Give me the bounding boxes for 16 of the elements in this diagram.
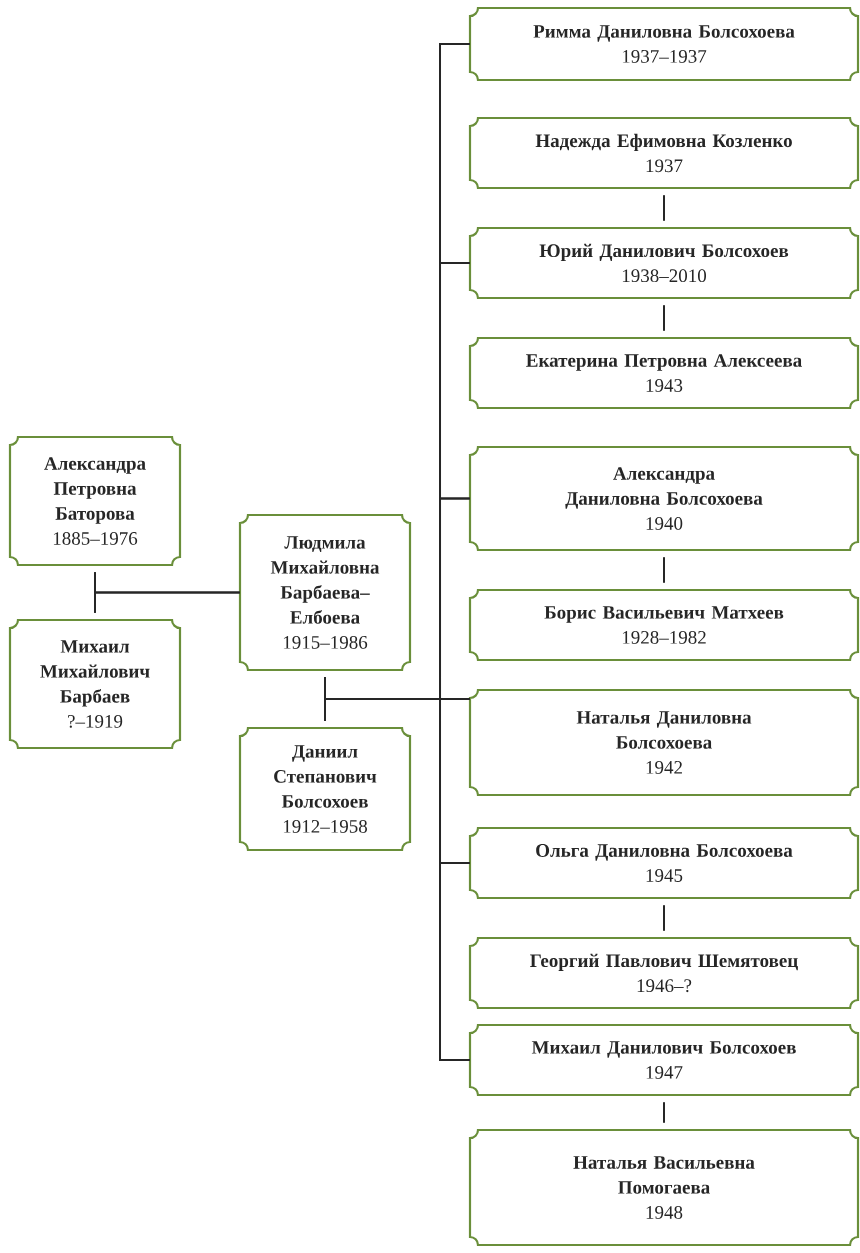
person-box: Михаил Михайлович Барбаев ?–1919 bbox=[8, 618, 182, 750]
person-box: Александра Даниловна Болсохоева 1940 bbox=[468, 445, 860, 552]
person-box: Даниил Степанович Болсохоев 1912–1958 bbox=[238, 726, 412, 852]
person-box: Наталья Васильевна Помогаева 1948 bbox=[468, 1128, 860, 1247]
person-box: Ольга Даниловна Болсохоева 1945 bbox=[468, 826, 860, 900]
person-box: Юрий Данилович Болсохоев 1938–2010 bbox=[468, 226, 860, 300]
person-box: Михаил Данилович Болсохоев 1947 bbox=[468, 1023, 860, 1097]
person-box: Александра Петровна Баторова 1885–1976 bbox=[8, 435, 182, 567]
person-box: Людмила Михайловна Барбаева–Елбоева 1915–1986 bbox=[238, 513, 412, 672]
person-box: Георгий Павлович Шемятовец 1946–? bbox=[468, 936, 860, 1010]
person-box: Екатерина Петровна Алексеева 1943 bbox=[468, 336, 860, 410]
person-box: Надежда Ефимовна Козленко 1937 bbox=[468, 116, 860, 190]
connector-line bbox=[94, 591, 241, 614]
person-box: Римма Даниловна Болсохоева 1937–1937 bbox=[468, 6, 860, 82]
person-box: Наталья Даниловна Болсохоева 1942 bbox=[468, 688, 860, 797]
person-box: Борис Васильевич Матхеев 1928–1982 bbox=[468, 588, 860, 662]
